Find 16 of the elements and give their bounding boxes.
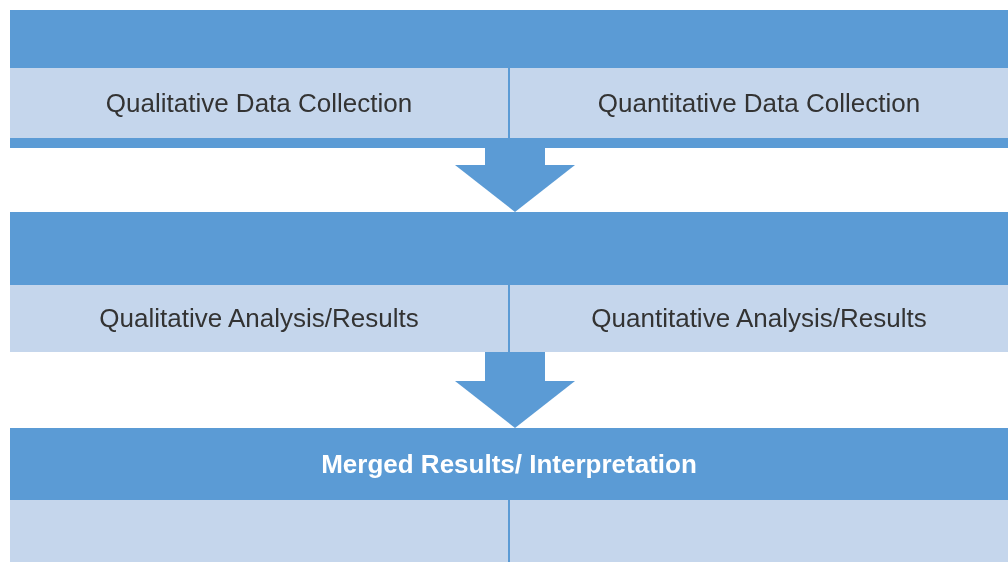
section-band	[10, 428, 1008, 562]
cell-label: Qualitative Data Collection	[105, 87, 413, 119]
band-heading: Merged Results/ Interpretation	[321, 448, 697, 480]
table-cell	[10, 285, 508, 352]
section-band	[10, 10, 1008, 148]
table-cell	[510, 285, 1008, 352]
block-arrow	[455, 148, 575, 212]
table-cell	[510, 68, 1008, 138]
block-arrow	[455, 352, 575, 428]
table-cell	[10, 68, 508, 138]
cell-label: Quantitative Analysis/Results	[591, 303, 927, 334]
cell-label: Qualitative Analysis/Results	[99, 303, 419, 334]
empty-panel	[10, 500, 508, 562]
section-band	[10, 212, 1008, 352]
cell-label: Quantitative Data Collection	[597, 87, 921, 119]
empty-panel	[510, 500, 1008, 562]
